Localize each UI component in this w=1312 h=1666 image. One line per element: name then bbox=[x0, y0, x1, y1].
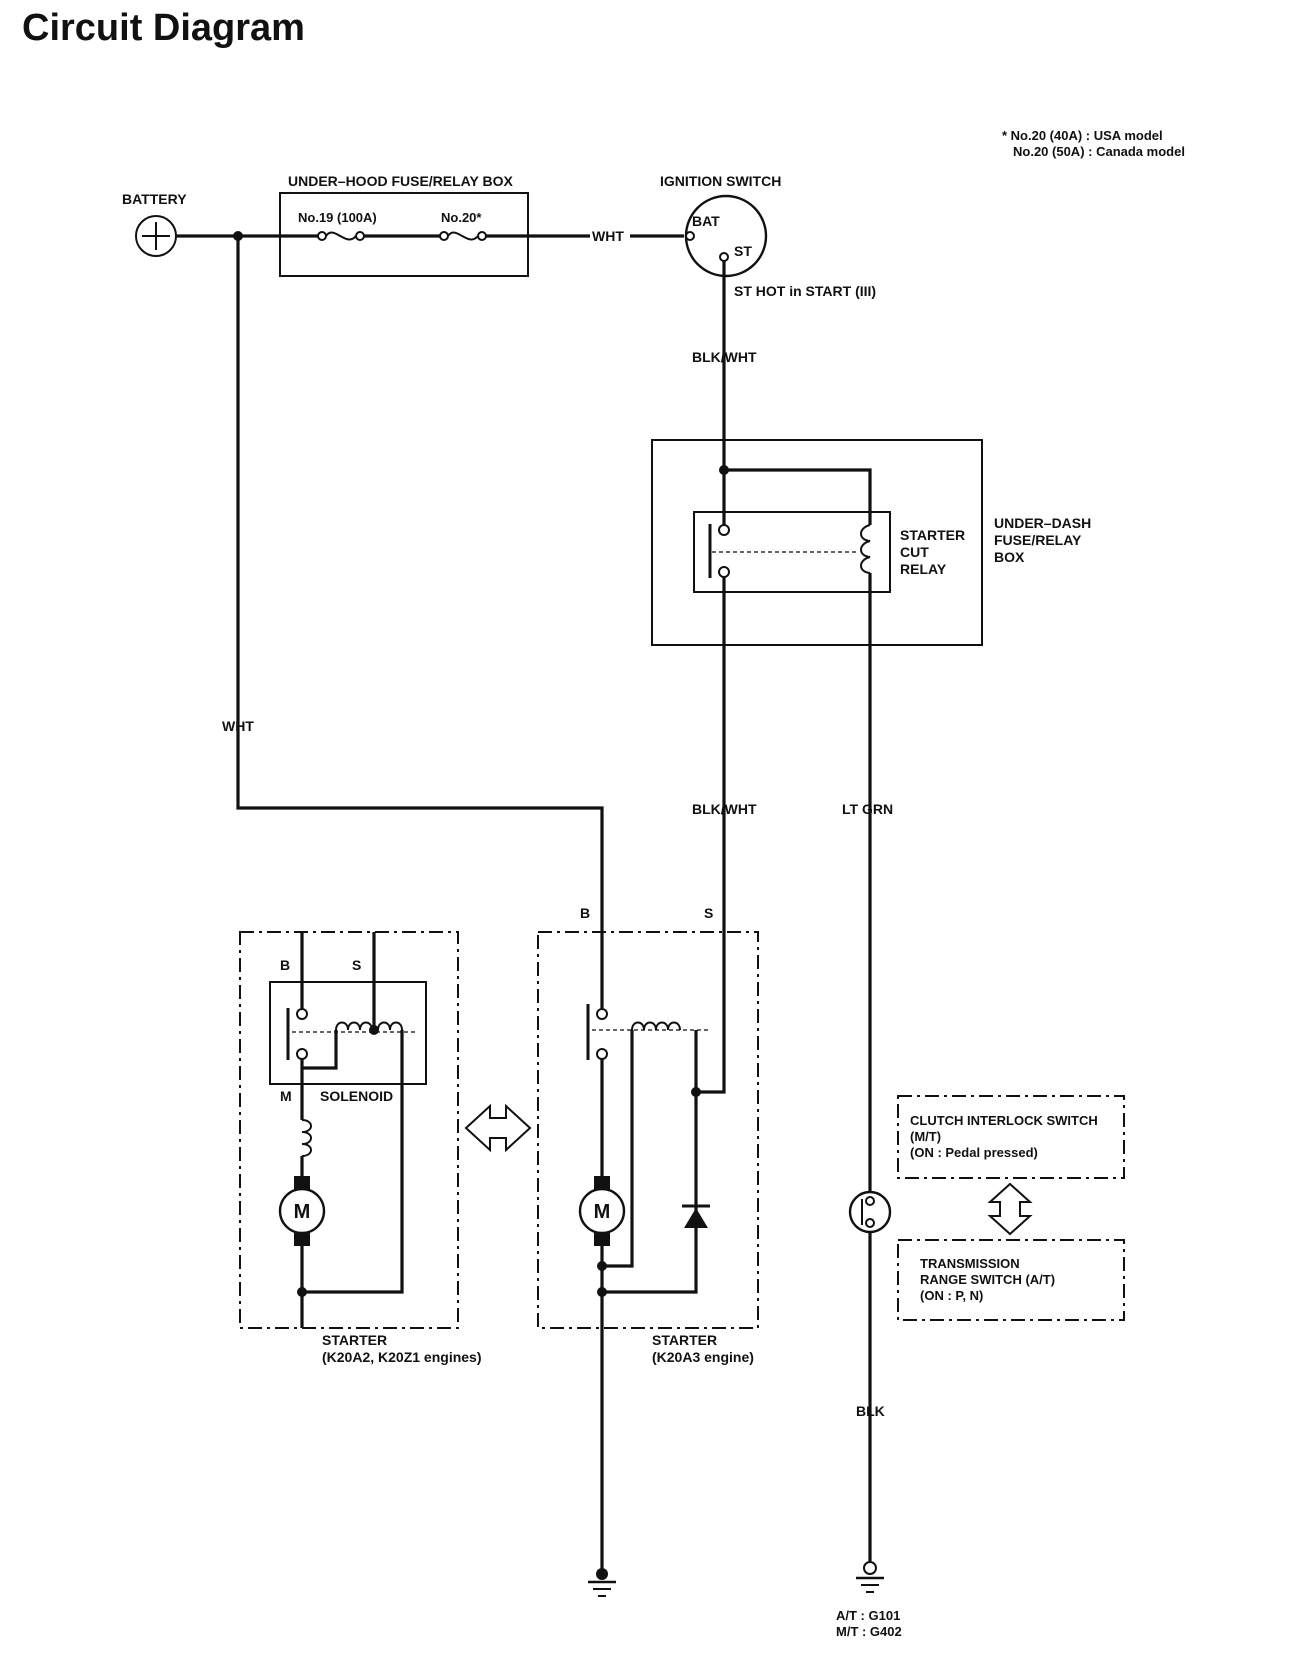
ignition-switch-label: IGNITION SWITCH bbox=[660, 173, 781, 189]
range-switch-label-2: RANGE SWITCH (A/T) bbox=[920, 1272, 1055, 1287]
battery-label: BATTERY bbox=[122, 191, 187, 207]
starter-a-wire-coil-right bbox=[302, 1030, 404, 1294]
starter-b-label-1: STARTER bbox=[652, 1332, 717, 1348]
ignition-st-label: ST bbox=[734, 243, 752, 259]
underhood-box-label: UNDER–HOOD FUSE/RELAY BOX bbox=[288, 173, 513, 189]
relay-label-2: CUT bbox=[900, 544, 929, 560]
starter-b-solenoid-switch-icon bbox=[586, 1004, 710, 1060]
relay-label-1: STARTER bbox=[900, 527, 965, 543]
starter-cut-relay bbox=[693, 511, 891, 593]
page-title: Circuit Diagram bbox=[22, 7, 305, 49]
starter-b-wire-coil-right bbox=[602, 1030, 698, 1294]
starter-a-coil-junction bbox=[369, 1025, 379, 1035]
underdash-label-1: UNDER–DASH bbox=[994, 515, 1091, 531]
starter-a-m-label: M bbox=[280, 1088, 292, 1104]
ignition-bat-label: BAT bbox=[692, 213, 720, 229]
wire-label-wht-top: WHT bbox=[592, 228, 624, 244]
switch-ground-icon bbox=[856, 1561, 884, 1593]
starter-a-s-label: S bbox=[352, 957, 361, 973]
ground-label-at: A/T : G101 bbox=[836, 1608, 900, 1623]
ground-label-mt: M/T : G402 bbox=[836, 1624, 902, 1639]
fuse-19-icon bbox=[317, 231, 365, 241]
range-switch-label-3: (ON : P, N) bbox=[920, 1288, 983, 1303]
range-switch-box bbox=[897, 1239, 1125, 1321]
starter-a-wire-coil-left bbox=[302, 1030, 338, 1070]
underdash-label-2: FUSE/RELAY bbox=[994, 532, 1082, 548]
starter-a-label-2: (K20A2, K20Z1 engines) bbox=[322, 1349, 482, 1365]
wire-label-wht-left: WHT bbox=[222, 718, 254, 734]
starter-a-field-coil-icon bbox=[301, 1119, 312, 1157]
fuse-20-label: No.20* bbox=[441, 210, 482, 225]
fuse-19-label: No.19 (100A) bbox=[298, 210, 377, 225]
model-note-canada: No.20 (50A) : Canada model bbox=[1013, 144, 1185, 159]
starter-b-solenoid-coil-icon bbox=[631, 1021, 681, 1031]
starter-a-motor-label: M bbox=[294, 1201, 311, 1223]
alternate-double-arrow-icon bbox=[464, 1103, 532, 1153]
alternate-double-arrow-vertical-icon bbox=[987, 1182, 1033, 1236]
starter-a-solenoid-switch-icon bbox=[286, 1008, 416, 1060]
starter-b-b-label: B bbox=[580, 905, 590, 921]
battery-icon bbox=[135, 215, 177, 257]
wire-wht-battery-to-starter-b bbox=[236, 236, 604, 1010]
starter-b-motor-icon bbox=[578, 1176, 626, 1246]
underdash-fuse-box bbox=[651, 439, 983, 646]
underdash-label-3: BOX bbox=[994, 549, 1025, 565]
starter-b-diode-icon bbox=[682, 1204, 710, 1228]
fuse-20-icon bbox=[439, 231, 487, 241]
wire-label-blk-wht-2: BLK/WHT bbox=[692, 801, 757, 817]
clutch-switch-label-1: CLUTCH INTERLOCK SWITCH bbox=[910, 1113, 1098, 1128]
starter-b-box bbox=[537, 931, 759, 1329]
clutch-switch-box bbox=[897, 1095, 1125, 1179]
starter-b-s-label: S bbox=[704, 905, 713, 921]
wire-label-blk-wht-1: BLK/WHT bbox=[692, 349, 757, 365]
wire-label-lt-grn: LT GRN bbox=[842, 801, 893, 817]
ignition-switch-icon bbox=[684, 194, 768, 278]
relay-label-3: RELAY bbox=[900, 561, 947, 577]
starter-ground-icon bbox=[588, 1568, 616, 1597]
starter-a-solenoid-label: SOLENOID bbox=[320, 1088, 393, 1104]
starter-a-solenoid-box bbox=[269, 981, 427, 1085]
range-switch-label-1: TRANSMISSION bbox=[920, 1256, 1020, 1271]
ignition-st-note: ST HOT in START (III) bbox=[734, 283, 876, 299]
starter-a-ground-junction bbox=[297, 1287, 307, 1297]
starter-b-wire-coil-left bbox=[602, 1030, 634, 1268]
relay-coil-icon bbox=[860, 524, 871, 574]
starter-a-b-label: B bbox=[280, 957, 290, 973]
clutch-switch-label-2: (M/T) bbox=[910, 1129, 941, 1144]
starter-b-label-2: (K20A3 engine) bbox=[652, 1349, 754, 1365]
starter-a-label-1: STARTER bbox=[322, 1332, 387, 1348]
clutch-switch-label-3: (ON : Pedal pressed) bbox=[910, 1145, 1038, 1160]
model-note-usa: * No.20 (40A) : USA model bbox=[1002, 128, 1163, 143]
starter-b-s-junction bbox=[691, 1087, 701, 1097]
starter-a-solenoid-coil-icon bbox=[335, 1021, 403, 1031]
wire-label-blk: BLK bbox=[856, 1403, 885, 1419]
starter-a-box bbox=[239, 931, 459, 1329]
wire-relay-coil-top bbox=[724, 468, 872, 525]
interlock-switch-icon bbox=[848, 1190, 892, 1234]
starter-b-motor-label: M bbox=[594, 1201, 611, 1223]
starter-a-motor-icon bbox=[278, 1176, 326, 1246]
relay-switch-icon bbox=[708, 524, 858, 578]
wire-blk-wht-to-starter-s bbox=[700, 577, 726, 1094]
